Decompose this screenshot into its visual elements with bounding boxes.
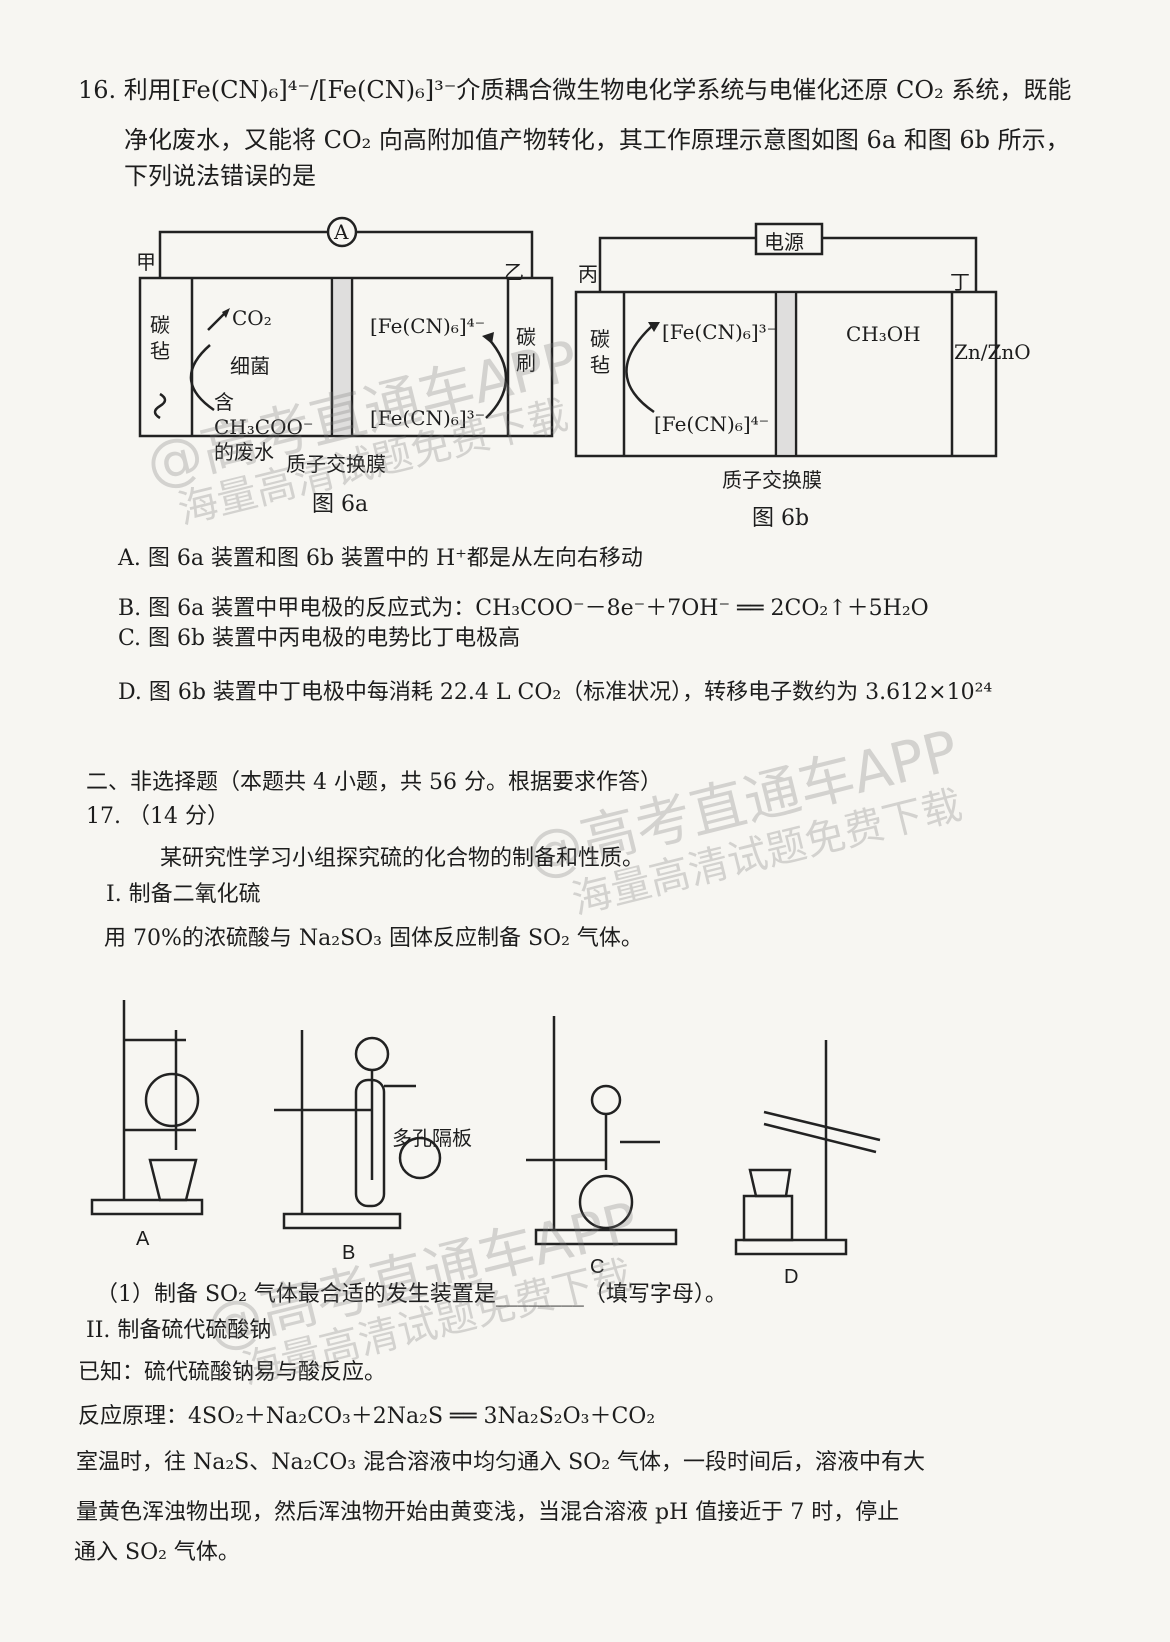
fig6b-methanol: CH₃OH [846,322,921,346]
apparatus-d-label: D [784,1266,799,1288]
fig6a-co2: CO₂ [232,306,272,330]
description-line-2: 量黄色浑浊物出现，然后浑浊物开始由黄变浅，当混合溶液 pH 值接近于 7 时，停… [76,1500,900,1525]
fig6a-electrode-yi: 乙 [504,260,524,284]
option-a: A. 图 6a 装置和图 6b 装置中的 H⁺都是从左向右移动 [118,546,643,571]
fig6b-electrode-ding: 丁 [950,270,970,294]
fig6a-carbon-felt: 碳毡 [150,313,170,363]
option-c: C. 图 6b 装置中丙电极的电势比丁电极高 [118,626,521,651]
known-info: 已知：硫代硫酸钠易与酸反应。 [78,1360,387,1385]
part1-text: 用 70%的浓硫酸与 Na₂SO₃ 固体反应制备 SO₂ 气体。 [104,926,643,951]
part1-title: I. 制备二氧化硫 [106,882,261,907]
description-line-1: 室温时，往 Na₂S、Na₂CO₃ 混合溶液中均匀通入 SO₂ 气体，一段时间后… [76,1450,926,1475]
part2-title: II. 制备硫代硫酸钠 [86,1318,272,1343]
fig6a-caption: 图 6a [312,492,369,517]
fig6a-ion-top: [Fe(CN)₆]⁴⁻ [370,314,486,338]
fig6b-power-source: 电源 [764,230,804,254]
fig6b-electrode-bing: 丙 [578,262,598,286]
fig6a-membrane-label: 质子交换膜 [286,452,386,476]
sub-question-1: （1）制备 SO₂ 气体最合适的发生装置是________（填写字母）。 [96,1282,727,1307]
reaction-principle: 反应原理：4SO₂＋Na₂CO₃＋2Na₂S ══ 3Na₂S₂O₃＋CO₂ [78,1404,656,1429]
fig6a-cell [138,276,554,438]
option-d: D. 图 6b 装置中丁电极中每消耗 22.4 L CO₂（标准状况），转移电子… [118,680,993,705]
q16-line-3: 下列说法错误的是 [124,162,316,190]
fig6b-caption: 图 6b [752,506,810,531]
ammeter-circle [326,216,358,248]
fig6b-ion-top: [Fe(CN)₆]³⁻ [662,320,778,344]
apparatus-b-label: B [342,1242,356,1264]
fig6a-bacteria: 细菌 [230,354,270,378]
fig6a-carbon-brush: 碳刷 [516,325,536,375]
q17-intro: 某研究性学习小组探究硫的化合物的制备和性质。 [160,846,645,871]
stand-a-base [90,1198,204,1216]
porous-plate-label: 多孔隔板 [392,1126,472,1150]
q17-number: 17. （14 分） [86,804,229,829]
q16-line-2: 净化废水，又能将 CO₂ 向高附加值产物转化，其工作原理示意图如图 6a 和图 … [124,126,1070,154]
apparatus-a-label: A [136,1228,150,1250]
fig6b-carbon-felt: 碳毡 [590,327,610,377]
ammeter-symbol: A [334,220,349,244]
fig6a-wastewater: 含CH₃COO⁻的废水 [214,390,314,464]
fig6a-electrode-jia: 甲 [136,250,156,274]
section2-heading: 二、非选择题（本题共 4 小题，共 56 分。根据要求作答） [86,770,662,795]
q16-line-1: 16. 利用[Fe(CN)₆]⁴⁻/[Fe(CN)₆]³⁻介质耦合微生物电化学系… [78,76,1072,104]
fig6b-membrane-label: 质子交换膜 [722,468,822,492]
description-line-3: 通入 SO₂ 气体。 [74,1540,240,1565]
option-b: B. 图 6a 装置中甲电极的反应式为：CH₃COO⁻－8e⁻＋7OH⁻ ══ … [118,596,929,621]
apparatus-c-label: C [590,1256,605,1278]
fig6b-cell [574,290,998,458]
fig6a-ion-bottom: [Fe(CN)₆]³⁻ [370,406,486,430]
fig6b-ion-bottom: [Fe(CN)₆]⁴⁻ [654,412,770,436]
